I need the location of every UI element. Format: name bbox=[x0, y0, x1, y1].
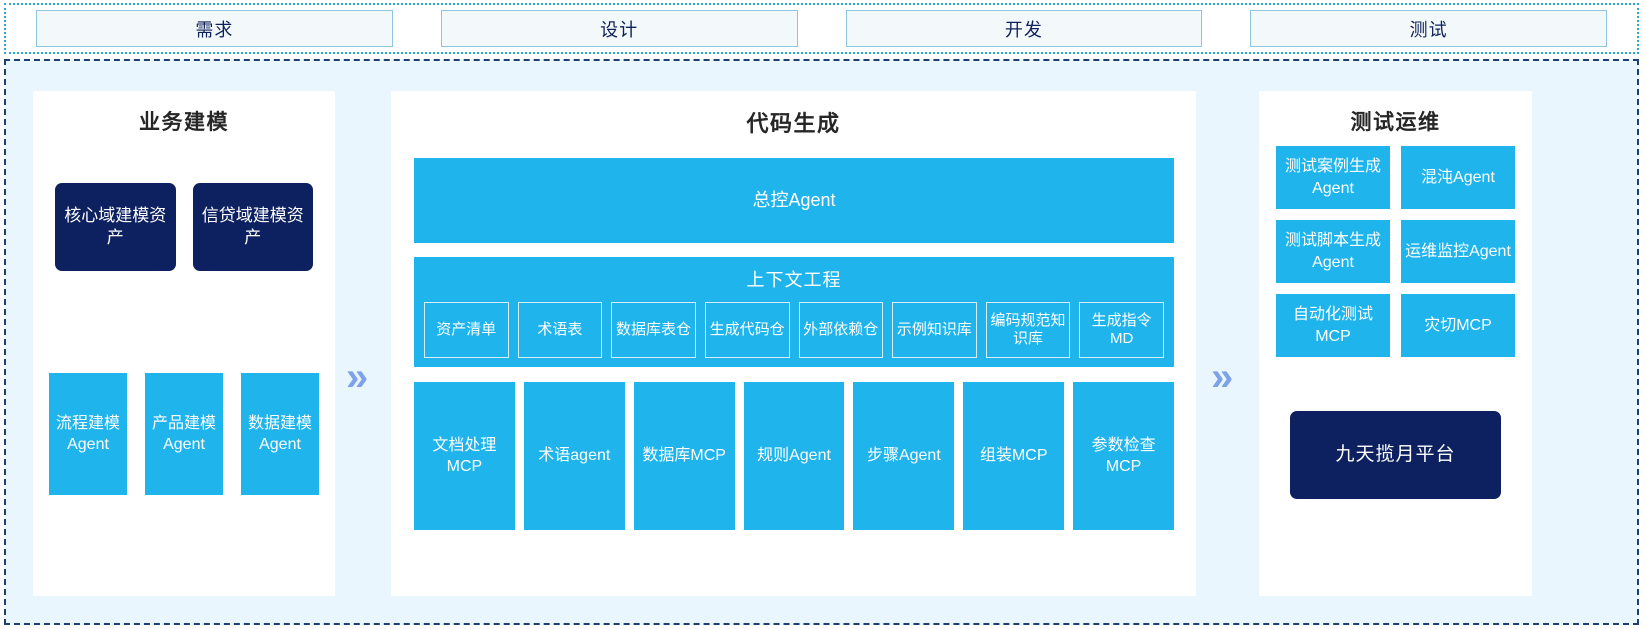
context-item-external-dependency-repo[interactable]: 外部依赖仓 bbox=[798, 302, 884, 358]
agent-test-script-generation[interactable]: 测试脚本生成Agent bbox=[1276, 220, 1390, 283]
agent-data-modeling[interactable]: 数据建模Agent bbox=[241, 373, 319, 495]
agent-chaos[interactable]: 混沌Agent bbox=[1401, 146, 1515, 209]
stage-box-design[interactable]: 设计 bbox=[440, 10, 798, 47]
panel-testing-operations: 测试运维 测试案例生成Agent 混沌Agent 测试脚本生成Agent 运维监… bbox=[1259, 91, 1532, 596]
master-control-agent[interactable]: 总控Agent bbox=[414, 158, 1174, 243]
tool-assembly-mcp[interactable]: 组装MCP bbox=[963, 382, 1065, 530]
context-engineering-title: 上下文工程 bbox=[746, 270, 842, 290]
tool-glossary-agent[interactable]: 术语agent bbox=[523, 382, 625, 530]
panel-title-business-modeling: 业务建模 bbox=[139, 111, 229, 134]
panel-code-generation: 代码生成 总控Agent 上下文工程 资产清单 术语表 数据库表仓 生成代码仓 … bbox=[391, 91, 1196, 596]
stage-box-testing[interactable]: 测试 bbox=[1250, 10, 1607, 47]
agent-process-modeling[interactable]: 流程建模Agent bbox=[49, 373, 127, 495]
tool-document-processing-mcp[interactable]: 文档处理MCP bbox=[414, 382, 515, 530]
context-item-glossary[interactable]: 术语表 bbox=[517, 302, 603, 358]
agent-product-modeling[interactable]: 产品建模Agent bbox=[145, 373, 223, 495]
context-item-db-table-repo[interactable]: 数据库表仓 bbox=[611, 302, 696, 358]
panel-title-code-generation: 代码生成 bbox=[746, 111, 841, 136]
context-item-generation-instruction-md[interactable]: 生成指令MD bbox=[1079, 302, 1164, 358]
asset-credit-domain[interactable]: 信贷域建模资产 bbox=[192, 183, 313, 271]
stage-box-requirements[interactable]: 需求 bbox=[36, 10, 393, 47]
tool-rule-agent[interactable]: 规则Agent bbox=[743, 382, 845, 530]
testing-ops-agent-group: 测试案例生成Agent 混沌Agent 测试脚本生成Agent 运维监控Agen… bbox=[1276, 146, 1516, 357]
business-agent-group: 流程建模Agent 产品建模Agent 数据建模Agent bbox=[49, 373, 321, 495]
stage-strip: 需求 设计 开发 测试 bbox=[4, 3, 1639, 54]
context-item-example-knowledge-base[interactable]: 示例知识库 bbox=[892, 302, 977, 358]
asset-core-domain[interactable]: 核心域建模资产 bbox=[55, 183, 176, 271]
main-frame: » » 业务建模 核心域建模资产 信贷域建模资产 流程建模Agent 产品建模A… bbox=[4, 59, 1639, 625]
panel-title-testing-operations: 测试运维 bbox=[1350, 111, 1441, 134]
context-engineering-panel: 上下文工程 资产清单 术语表 数据库表仓 生成代码仓 外部依赖仓 示例知识库 编… bbox=[414, 257, 1174, 367]
context-item-generated-code-repo[interactable]: 生成代码仓 bbox=[704, 302, 790, 358]
tool-database-mcp[interactable]: 数据库MCP bbox=[633, 382, 735, 530]
business-asset-group: 核心域建模资产 信贷域建模资产 bbox=[55, 183, 313, 271]
panel-business-modeling: 业务建模 核心域建模资产 信贷域建模资产 流程建模Agent 产品建模Agent… bbox=[33, 91, 335, 596]
agent-test-case-generation[interactable]: 测试案例生成Agent bbox=[1276, 146, 1390, 209]
context-item-group: 资产清单 术语表 数据库表仓 生成代码仓 外部依赖仓 示例知识库 编码规范知识库… bbox=[424, 302, 1164, 358]
stage-box-development[interactable]: 开发 bbox=[845, 10, 1203, 47]
context-item-coding-standard-knowledge-base[interactable]: 编码规范知识库 bbox=[985, 302, 1071, 358]
tool-automated-testing-mcp[interactable]: 自动化测试MCP bbox=[1276, 294, 1390, 357]
chevron-right-icon-1: » bbox=[346, 355, 369, 399]
tool-step-agent[interactable]: 步骤Agent bbox=[853, 382, 955, 530]
platform-jiutian-lanyue[interactable]: 九天揽月平台 bbox=[1290, 411, 1501, 499]
tool-disaster-switch-mcp[interactable]: 灾切MCP bbox=[1401, 294, 1515, 357]
tool-parameter-check-mcp[interactable]: 参数检查MCP bbox=[1073, 382, 1175, 530]
chevron-right-icon-2: » bbox=[1211, 355, 1234, 399]
agent-ops-monitoring[interactable]: 运维监控Agent bbox=[1401, 220, 1515, 283]
context-item-asset-inventory[interactable]: 资产清单 bbox=[424, 302, 509, 358]
code-generation-tool-group: 文档处理MCP 术语agent 数据库MCP 规则Agent 步骤Agent 组… bbox=[414, 382, 1175, 530]
